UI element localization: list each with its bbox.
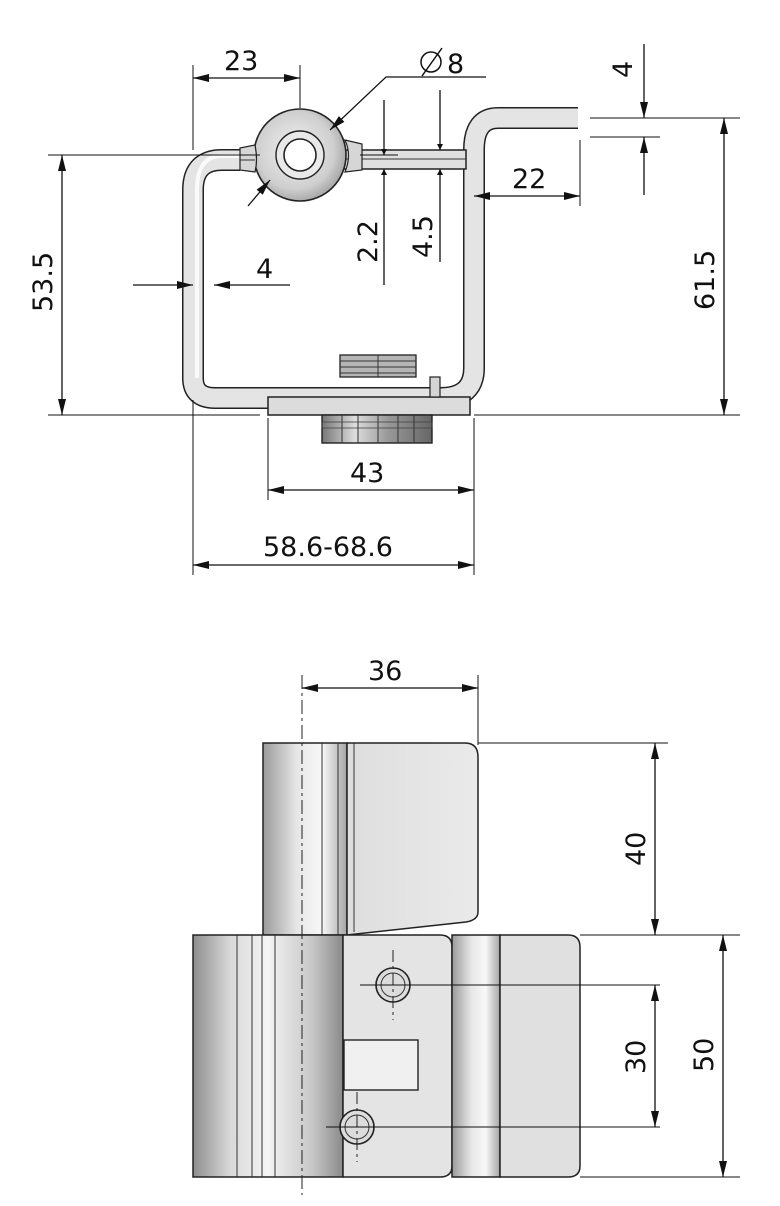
dim-label-4-wall: 4	[256, 254, 273, 285]
base-plate-tab	[429, 376, 441, 398]
lower-knuckle	[192, 934, 344, 1178]
dim-label-diameter: 8	[420, 47, 464, 80]
pin-hole	[283, 138, 317, 172]
outer-plate	[499, 934, 581, 1178]
front-view: 36 40 30 50	[192, 656, 740, 1195]
dim-label-53-5: 53.5	[28, 252, 59, 312]
dim-label-2-2: 2.2	[353, 220, 384, 263]
dim-label-40: 40	[621, 832, 652, 866]
dim-label-61-5: 61.5	[690, 250, 721, 310]
upper-knuckle	[262, 742, 348, 936]
dim-label-4-top: 4	[608, 61, 639, 78]
base-plate	[267, 396, 471, 416]
upper-leaf-plate	[346, 742, 479, 936]
knuckle-lobe-right	[343, 139, 363, 173]
dim-label-8: 8	[447, 49, 464, 80]
dim-label-22: 22	[512, 164, 546, 195]
screw-top	[360, 950, 660, 1020]
side-bar	[451, 934, 501, 1178]
dim-label-23: 23	[224, 46, 258, 77]
hex-nut	[321, 414, 433, 444]
spring-coil	[339, 354, 417, 378]
top-view: 23 8 4 2.2 4.5 22 4	[28, 44, 740, 575]
hinge-strip-highlight	[195, 154, 240, 378]
screw-bottom	[326, 1092, 660, 1162]
dim-label-58-6-68-6: 58.6-68.6	[263, 532, 393, 563]
slot	[343, 1039, 419, 1091]
knuckle-lobe-left	[239, 144, 258, 173]
dim-label-50: 50	[689, 1038, 720, 1072]
dim-label-36: 36	[368, 656, 402, 687]
dim-label-4-5: 4.5	[408, 215, 439, 258]
dim-label-30: 30	[621, 1040, 652, 1074]
dim-label-43: 43	[350, 458, 384, 489]
